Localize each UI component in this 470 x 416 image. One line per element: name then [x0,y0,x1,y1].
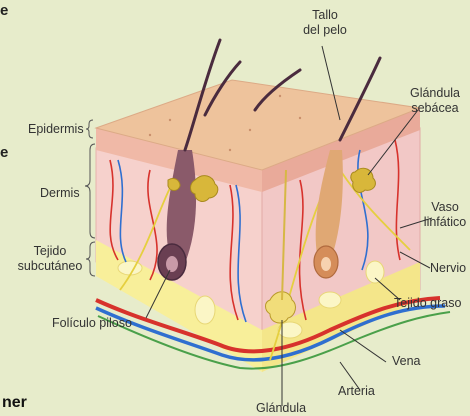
label-nerve: Nervio [430,261,466,276]
label-subcutaneous: Tejido subcutáneo [10,244,90,274]
label-hair-shaft-line1: Tallo [290,8,360,23]
cutoff-word-bottom: ner [2,394,27,412]
label-lymph-vessel: Vaso linfático [420,200,470,230]
label-vein: Vena [392,354,421,369]
label-fat-tissue: Tejido graso [394,296,461,311]
label-hair-shaft: Tallo del pelo [290,8,360,38]
label-subcutaneous-line2: subcutáneo [10,259,90,274]
label-hair-follicle: Folículo piloso [52,316,132,331]
label-sebaceous-line2: sebácea [400,101,470,116]
label-epidermis: Epidermis [28,122,84,137]
label-sebaceous-line1: Glándula [400,86,470,101]
cutoff-glyph-top: e [0,2,8,19]
label-lymph-line1: Vaso [420,200,470,215]
label-subcutaneous-line1: Tejido [10,244,90,259]
cutoff-glyph-mid: e [0,144,8,161]
label-lymph-line2: linfático [420,215,470,230]
label-dermis: Dermis [40,186,80,201]
label-sweat-gland: Glándula [256,401,306,416]
label-hair-shaft-line2: del pelo [290,23,360,38]
label-sebaceous-gland: Glándula sebácea [400,86,470,116]
label-artery: Arteria [338,384,375,399]
